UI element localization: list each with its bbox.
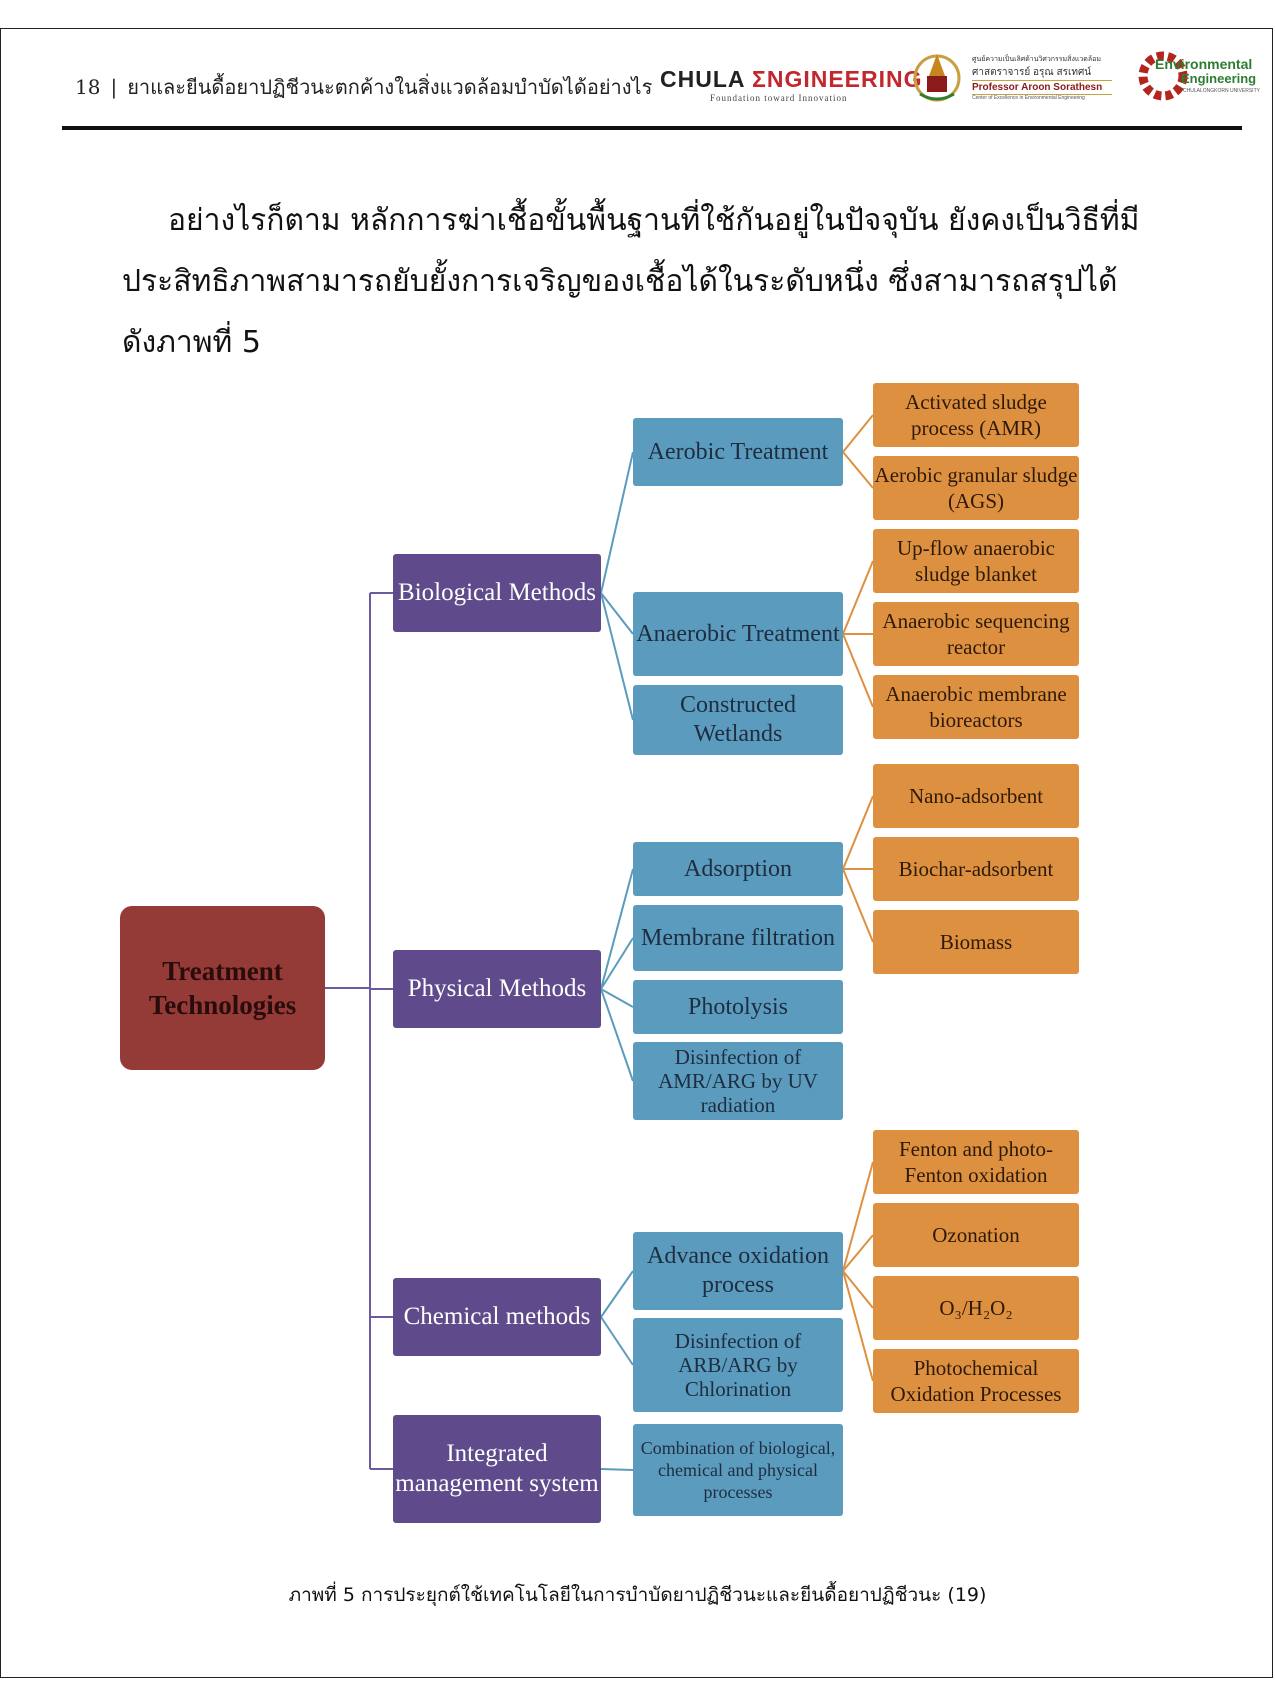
leaf-photochemical-oxidation: Photochemical Oxidation Processes	[873, 1349, 1079, 1413]
env-logo-line3: CHULALONGKORN UNIVERSITY	[1183, 88, 1260, 94]
connector-sub-branch	[600, 1316, 634, 1366]
connector-leaf-branch	[842, 414, 874, 453]
leaf-o3-h2o2: O₃/H₂O₂	[873, 1276, 1079, 1340]
body-line: ดังภาพที่ 5	[122, 312, 1162, 373]
category-chemical: Chemical methods	[393, 1278, 601, 1356]
chula-logo-prefix: CHULA	[660, 66, 745, 92]
prof-logo-line4: Center of Excellence in Environmental En…	[972, 95, 1085, 101]
connector-sub-branch	[600, 1270, 634, 1318]
prof-logo-line2: ศาสตราจารย์ อรุณ สรเทศน์	[972, 67, 1092, 78]
page-frame	[0, 28, 1273, 1678]
leaf-fenton-oxidation: Fenton and photo-Fenton oxidation	[873, 1130, 1079, 1194]
leaf-biomass: Biomass	[873, 910, 1079, 974]
leaf-activated-sludge: Activated sludge process (AMR)	[873, 383, 1079, 447]
gear-icon	[1138, 51, 1188, 101]
prof-logo-line3: Professor Aroon Sorathesn	[972, 80, 1112, 95]
sub-membrane-filtration: Membrane filtration	[633, 905, 843, 971]
sub-photolysis: Photolysis	[633, 980, 843, 1034]
body-line: อย่างไรก็ตาม หลักการฆ่าเชื้อขั้นพื้นฐานท…	[122, 190, 1162, 251]
sub-aerobic-treatment: Aerobic Treatment	[633, 418, 843, 486]
connector-leaf-branch	[842, 451, 874, 489]
header-separator: |	[110, 75, 118, 99]
page-header: 18 | ยาและยีนดื้อยาปฏิชีวนะตกค้างในสิ่งแ…	[75, 62, 652, 112]
professor-logo: ศูนย์ความเป็นเลิศด้านวิศวกรรมสิ่งแวดล้อม…	[972, 54, 1112, 101]
prof-logo-line1: ศูนย์ความเป็นเลิศด้านวิศวกรรมสิ่งแวดล้อม	[972, 56, 1101, 63]
seal-icon	[913, 54, 961, 102]
env-logo-line2: Engineering	[1181, 71, 1257, 86]
category-biological: Biological Methods	[393, 554, 601, 632]
connector-sub-branch	[600, 937, 634, 990]
connector-leaf-branch	[842, 1234, 874, 1272]
leaf-ozonation: Ozonation	[873, 1203, 1079, 1267]
leaf-uasb: Up-flow anaerobic sludge blanket	[873, 529, 1079, 593]
connector-sub-branch	[600, 451, 634, 594]
connector-leaf-branch	[842, 1270, 874, 1309]
body-line: ประสิทธิภาพสามารถยับยั้งการเจริญของเชื้อ…	[122, 251, 1162, 312]
figure-caption: ภาพที่ 5 การประยุกต์ใช้เทคโนโลยีในการบำบ…	[288, 1584, 987, 1606]
connector-sub-branch	[600, 592, 634, 721]
connector-leaf-branch	[842, 1161, 874, 1272]
chula-engineering-logo: CHULA ΣNGINEERING Foundation toward Inno…	[660, 66, 922, 103]
category-physical: Physical Methods	[393, 950, 601, 1028]
body-line-text: อย่างไรก็ตาม หลักการฆ่าเชื้อขั้นพื้นฐานท…	[168, 203, 1140, 238]
sub-advance-oxidation: Advance oxidation process	[633, 1232, 843, 1310]
sub-disinfection-uv: Disinfection of AMR/ARG by UV radiation	[633, 1042, 843, 1120]
header-title: ยาและยีนดื้อยาปฏิชีวนะตกค้างในสิ่งแวดล้อ…	[127, 75, 653, 99]
connector-leaf-branch	[842, 868, 874, 943]
leaf-anaerobic-sequencing-reactor: Anaerobic sequencing reactor	[873, 602, 1079, 666]
connector-leaf-branch	[842, 1270, 874, 1382]
leaf-nano-adsorbent: Nano-adsorbent	[873, 764, 1079, 828]
connector-sub-branch	[600, 988, 634, 1008]
header-rule	[62, 126, 1242, 130]
page-number: 18	[75, 75, 101, 99]
root-node: Treatment Technologies	[120, 906, 325, 1070]
leaf-aerobic-granular-sludge: Aerobic granular sludge (AGS)	[873, 456, 1079, 520]
sub-combination-processes: Combination of biological, chemical and …	[633, 1424, 843, 1516]
connector-leaf-branch	[842, 795, 874, 870]
connector-sub-branch	[600, 868, 634, 990]
environmental-engineering-logo: Environmental Engineering CHULALONGKORN …	[1135, 48, 1265, 106]
body-paragraph: อย่างไรก็ตาม หลักการฆ่าเชื้อขั้นพื้นฐานท…	[122, 190, 1162, 373]
connector-sub-branch	[600, 1468, 634, 1471]
connector-sub-branch	[600, 988, 634, 1082]
body-line-text: ประสิทธิภาพสามารถยับยั้งการเจริญของเชื้อ…	[122, 264, 1118, 299]
env-logo-line1: Environmental	[1155, 56, 1253, 72]
leaf-anaerobic-membrane-bioreactors: Anaerobic membrane bioreactors	[873, 675, 1079, 739]
connector-leaf-branch	[842, 633, 874, 708]
connector-sub-branch	[600, 592, 634, 635]
chula-logo-tagline: Foundation toward Innovation	[710, 93, 848, 103]
leaf-biochar-adsorbent: Biochar-adsorbent	[873, 837, 1079, 901]
body-line-text: ดังภาพที่ 5	[122, 325, 261, 360]
category-integrated: Integrated management system	[393, 1415, 601, 1523]
sub-constructed-wetlands: Constructed Wetlands	[633, 685, 843, 755]
sub-disinfection-chlorination: Disinfection of ARB/ARG by Chlorination	[633, 1318, 843, 1412]
sub-anaerobic-treatment: Anaerobic Treatment	[633, 592, 843, 676]
chula-logo-engineering: ΣNGINEERING	[752, 66, 923, 92]
connector-leaf-branch	[842, 560, 874, 635]
sub-adsorption: Adsorption	[633, 842, 843, 896]
